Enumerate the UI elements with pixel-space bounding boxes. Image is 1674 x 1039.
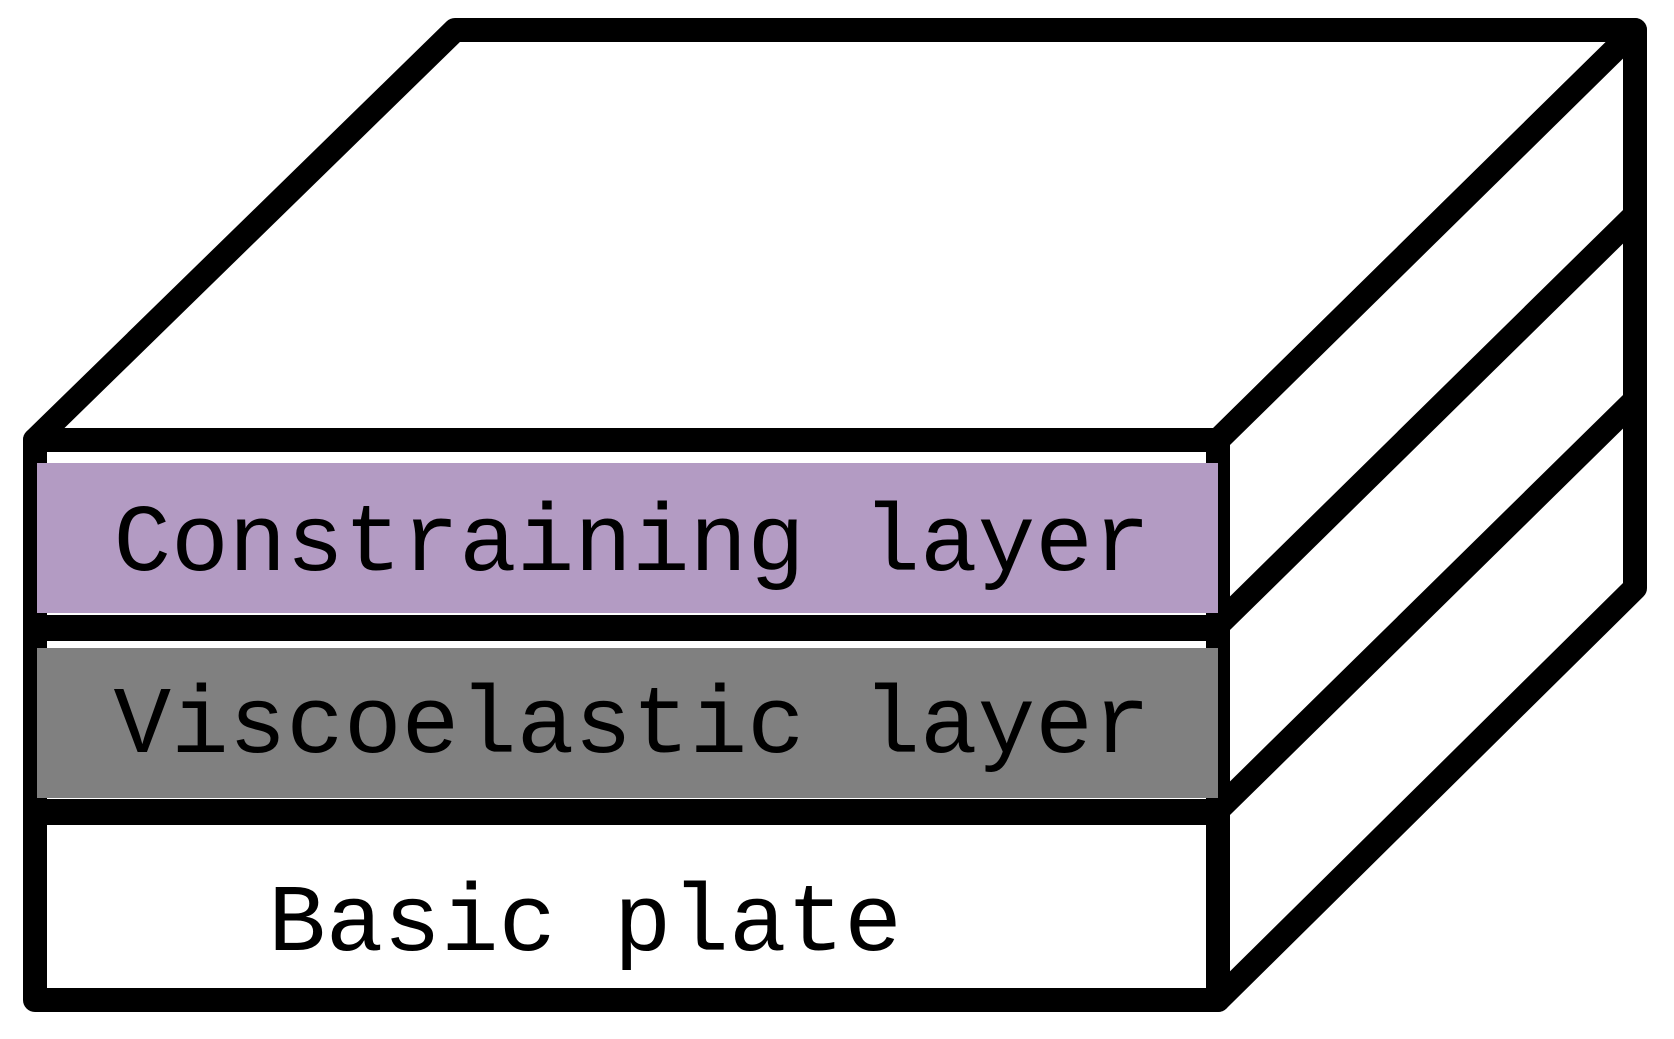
right-face-divider-upper — [1206, 203, 1647, 637]
basic-plate-label: Basic plate — [268, 870, 902, 979]
constraining-layer-label: Constraining layer — [114, 490, 1151, 599]
viscoelastic-layer-band — [37, 648, 1218, 798]
viscoelastic-layer-label: Viscoelastic layer — [114, 672, 1151, 781]
constraining-layer-band — [37, 463, 1218, 613]
right-face-divider-lower — [1206, 388, 1647, 822]
